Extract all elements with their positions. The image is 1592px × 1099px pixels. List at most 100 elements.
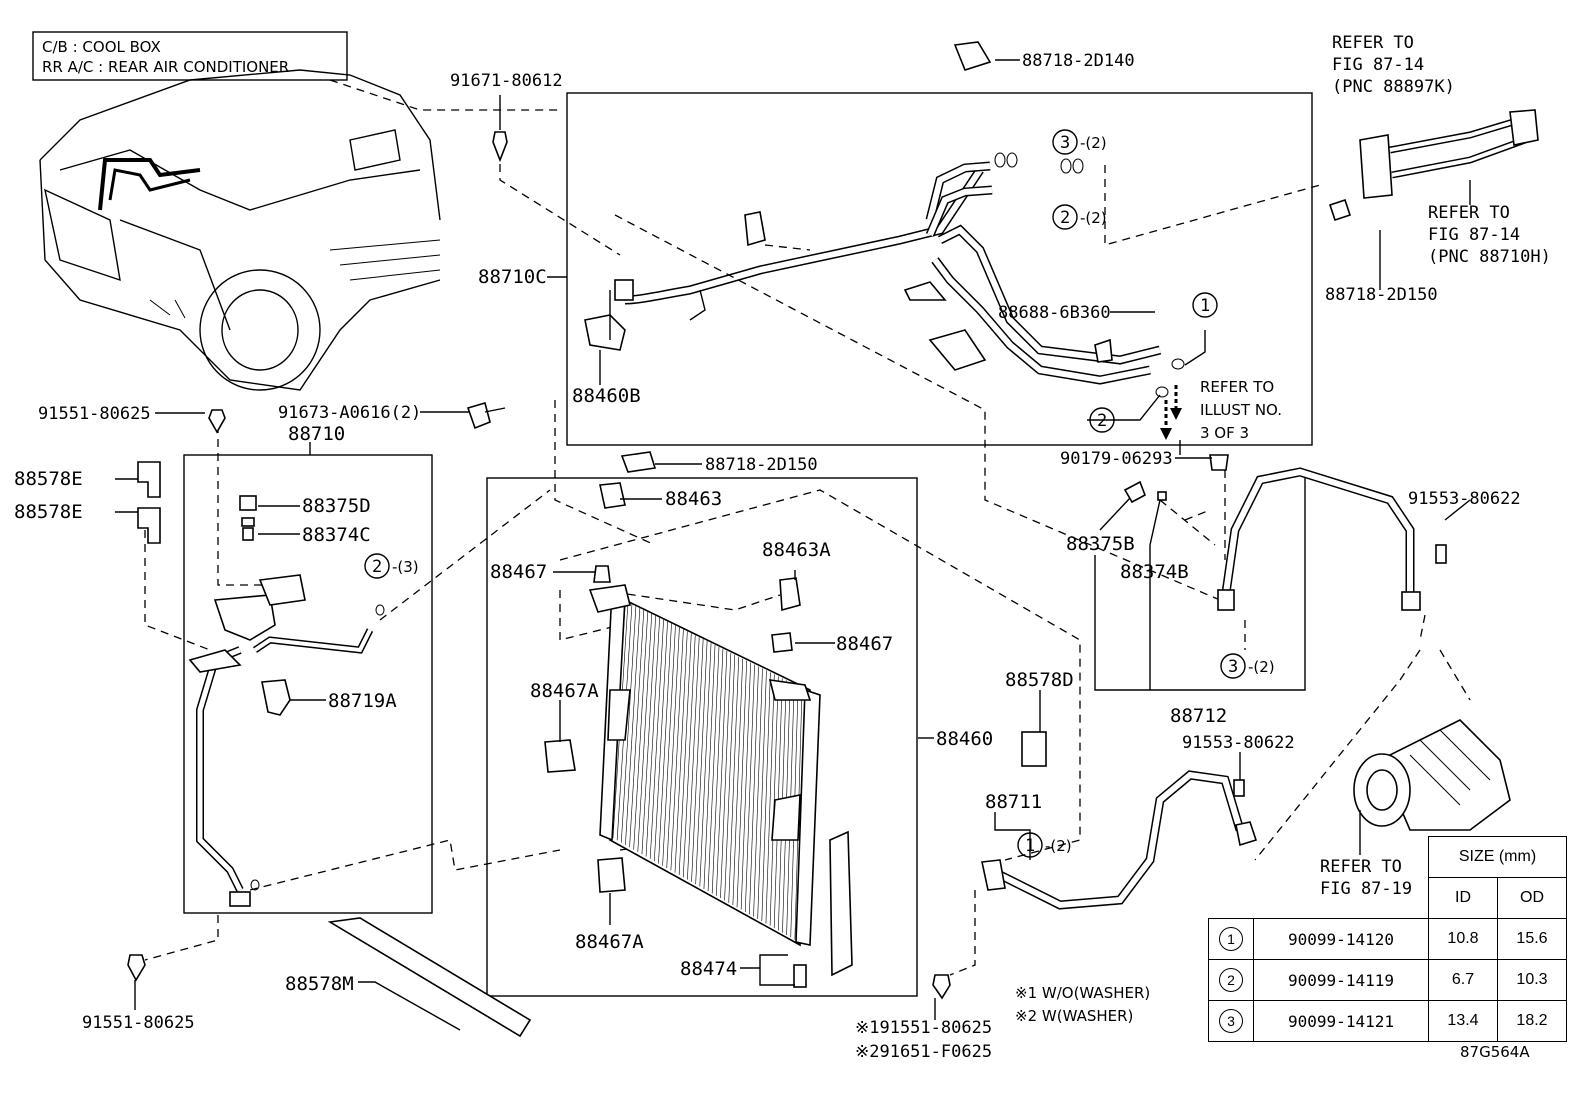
label-91553-80622-top: 91553-80622 [1408,489,1521,509]
row-od: 10.3 [1497,959,1567,1001]
figure-code: 87G564A [1460,1043,1530,1061]
label-refer-87-14-b-1: REFER TO [1428,203,1510,223]
label-91671-80612: 91671-80612 [450,71,563,91]
row-od: 18.2 [1497,1000,1567,1042]
label-88688-6B360: 88688-6B360 [998,303,1111,323]
label-91551-80625-bottom: 91551-80625 [82,1013,195,1033]
size-col-id: ID [1428,877,1498,919]
note-1: ※1 W/O(WASHER) [1015,984,1150,1002]
label-refer-87-14-b-3: (PNC 88710H) [1428,247,1551,267]
label-88460: 88460 [936,728,993,750]
condenser-fin [761,672,771,922]
circle-3-right-qty: -(2) [1248,658,1275,676]
condenser-fin [670,629,684,871]
size-col-od: OD [1497,877,1567,919]
label-88463A: 88463A [762,539,831,561]
circle-1-bottom: 1 [1025,836,1035,856]
label-88463: 88463 [665,488,722,510]
row-key: 3 [1219,1009,1243,1033]
label-88467A-bottom: 88467A [575,931,644,953]
circle-2-left-qty: -(3) [392,558,419,576]
row-part: 90099-14121 [1253,1000,1429,1042]
circle-1-top: 1 [1200,296,1210,316]
label-refer-illust-2: ILLUST NO. [1200,401,1282,419]
row-id: 13.4 [1428,1000,1498,1042]
condenser-fin [649,619,664,859]
condenser-fin [691,639,704,882]
size-row: 3 90099-14121 13.4 18.2 [1208,1000,1567,1042]
label-88375D: 88375D [302,495,371,517]
condenser-fin [744,664,755,912]
clip-88718-2D140 [953,41,992,71]
condenser-fin [658,623,672,864]
condenser-fin [678,633,692,875]
condenser-fin [736,660,747,908]
suction-hose [1123,454,1447,611]
label-88718-2D140: 88718-2D140 [1022,51,1135,71]
label-refer-illust-1: REFER TO [1200,378,1274,396]
circle-2-top-qty: -(2) [1080,209,1107,227]
condenser-fin [707,646,720,892]
label-88578E-1: 88578E [14,468,83,490]
circle-3-right: 3 [1228,657,1238,677]
label-90179-06293: 90179-06293 [1060,449,1173,469]
label-88711: 88711 [985,791,1042,813]
circle-3-top-qty: -(2) [1080,134,1107,152]
label-88718-2D150-right: 88718-2D150 [1325,285,1438,305]
row-od: 15.6 [1497,918,1567,960]
label-refer-87-14-a-2: FIG 87-14 [1332,55,1424,75]
part-labels: 88718-2D140 REFER TO FIG 87-14 (PNC 8889… [14,33,1551,1062]
label-refer-87-14-a-1: REFER TO [1332,33,1414,53]
label-91551-80625-top: 91551-80625 [38,404,151,424]
condenser-fin [662,625,676,866]
circle-1-bottom-qty: -(2) [1045,837,1072,855]
size-table: SIZE (mm) ID OD 1 90099-14120 10.8 15.6 … [1208,836,1567,1042]
size-row: 1 90099-14120 10.8 15.6 [1208,918,1567,960]
row-id: 10.8 [1428,918,1498,960]
condenser-fin [728,656,740,903]
condenser-fin [682,635,696,878]
circle-2-top: 2 [1060,208,1070,228]
condenser-fin [633,611,649,850]
label-refer-87-14-a-3: (PNC 88897K) [1332,77,1455,97]
legend-line-2: RR A/C : REAR AIR CONDITIONER [42,58,289,76]
liquid-pipe [188,574,385,907]
size-header: SIZE (mm) [1428,836,1567,878]
condenser-fin [757,670,767,919]
circle-2-left: 2 [372,557,382,577]
label-refer-illust-3: 3 OF 3 [1200,424,1249,442]
label-88375B: 88375B [1066,533,1135,555]
label-88712: 88712 [1170,705,1227,727]
leader-lines [115,59,1471,1031]
size-row: 2 90099-14119 6.7 10.3 [1208,959,1567,1001]
condenser-fin [625,607,641,845]
row-key: 2 [1219,968,1243,992]
small-parts-left [127,131,508,982]
label-88578E-2: 88578E [14,501,83,523]
label-88467-mid: 88467 [836,633,893,655]
condenser-fin [629,609,645,848]
discharge-tube [614,152,1185,398]
label-91673-A0616: 91673-A0616(2) [278,403,421,423]
condenser-fin [765,674,775,924]
expansion-block [1328,109,1539,222]
row-key: 1 [1219,927,1243,951]
condenser-frame [486,477,918,997]
circle-2-mid: 2 [1097,411,1107,431]
sensor-bracket [584,290,626,351]
condenser-fin [740,662,751,910]
condenser-fin [695,641,708,885]
label-88374C: 88374C [302,524,371,546]
compressor [1353,719,1511,831]
label-88578D: 88578D [1005,669,1074,691]
condenser-fin [645,617,660,857]
circled-references: 3 -(2) 2 -(2) 1 2 2 -(3) 3 -(2) 1 -(2) [364,129,1275,858]
label-88467A-top: 88467A [530,680,599,702]
condenser-fin [749,666,759,915]
condenser-fin [654,621,668,862]
note-4: ※291651-F0625 [855,1042,992,1062]
condenser-fin [703,645,716,889]
legend-line-1: C/B : COOL BOX [42,38,161,56]
condenser-fin [620,605,637,843]
